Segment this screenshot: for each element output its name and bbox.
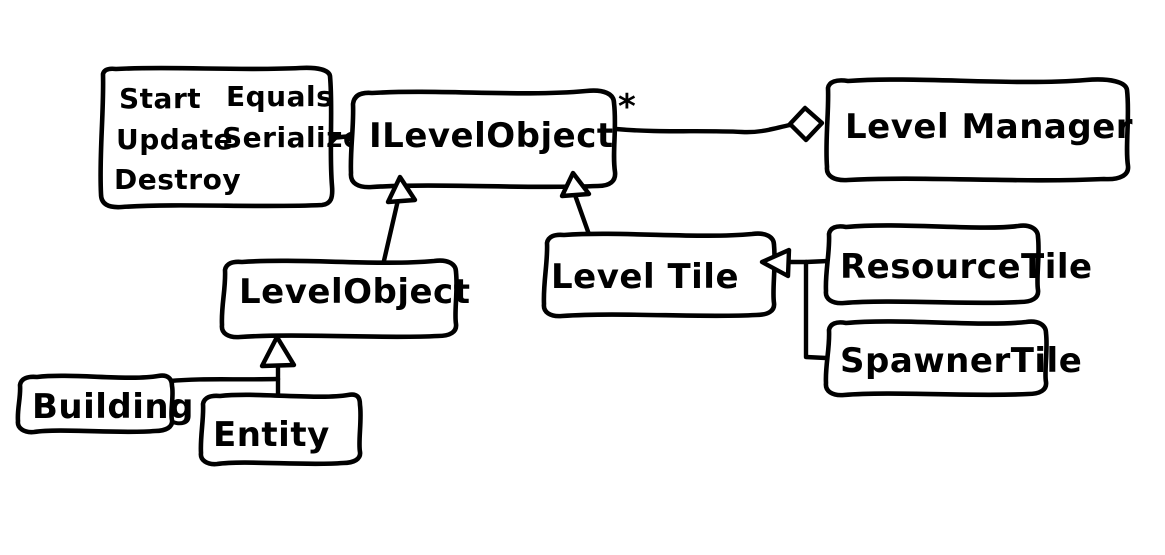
levelobject-label: LevelObject <box>239 272 470 312</box>
edge-resourcetile-stub <box>803 258 831 265</box>
methods-line-1-right: Equals <box>226 80 333 113</box>
methods-line-2-right: Serialize <box>222 121 362 154</box>
class-box-entity[interactable]: Entity <box>198 392 363 467</box>
ilevelobject-label: ILevelObject <box>369 116 614 156</box>
generalization-triangle-leveltile-icon <box>559 170 592 199</box>
class-box-spawnertile[interactable]: SpawnerTile <box>823 319 1082 398</box>
building-outline <box>15 373 175 435</box>
class-box-ilevelobject[interactable]: ILevelObject <box>348 88 618 190</box>
edge-methods-to-ilevelobject <box>328 133 355 141</box>
spawnertile-outline <box>823 319 1049 398</box>
levelobject-outline <box>219 258 459 340</box>
levelmanager-outline <box>824 77 1131 183</box>
aggregation-diamond-icon <box>787 105 825 143</box>
edge-aggregation-line <box>613 122 793 135</box>
multiplicity-star: * <box>618 87 636 127</box>
methods-line-1-left: Start <box>119 82 201 115</box>
methods-line-2-left: Update <box>116 123 233 156</box>
building-label: Building <box>32 387 194 427</box>
generalization-triangle-levelobject-icon <box>385 174 418 205</box>
class-box-levelobject[interactable]: LevelObject <box>219 258 471 340</box>
methods-note-box[interactable]: Start Equals Update Serialize Destroy <box>98 65 363 210</box>
class-box-resourcetile[interactable]: ResourceTile <box>823 223 1093 306</box>
edge-levelobject-to-ilevelobject <box>380 197 401 268</box>
leveltile-outline <box>541 231 777 319</box>
methods-note-outline <box>98 65 335 210</box>
class-box-building[interactable]: Building <box>15 373 194 435</box>
entity-outline <box>198 392 363 467</box>
ilevelobject-outline <box>348 88 618 190</box>
levelmanager-label: Level Manager <box>845 107 1133 147</box>
resourcetile-outline <box>823 223 1041 306</box>
edge-tile-subclasses-line <box>787 259 829 361</box>
methods-line-3-left: Destroy <box>114 163 241 196</box>
resourcetile-label: ResourceTile <box>840 247 1093 287</box>
generalization-triangle-entity-icon <box>259 334 297 369</box>
class-box-leveltile[interactable]: Level Tile <box>541 231 777 319</box>
class-box-levelmanager[interactable]: Level Manager <box>824 77 1133 183</box>
edge-building-to-levelobject <box>167 376 281 384</box>
leveltile-label: Level Tile <box>551 257 739 297</box>
spawnertile-label: SpawnerTile <box>840 341 1082 381</box>
generalization-triangle-tiles-icon <box>759 247 792 279</box>
entity-label: Entity <box>213 415 330 455</box>
